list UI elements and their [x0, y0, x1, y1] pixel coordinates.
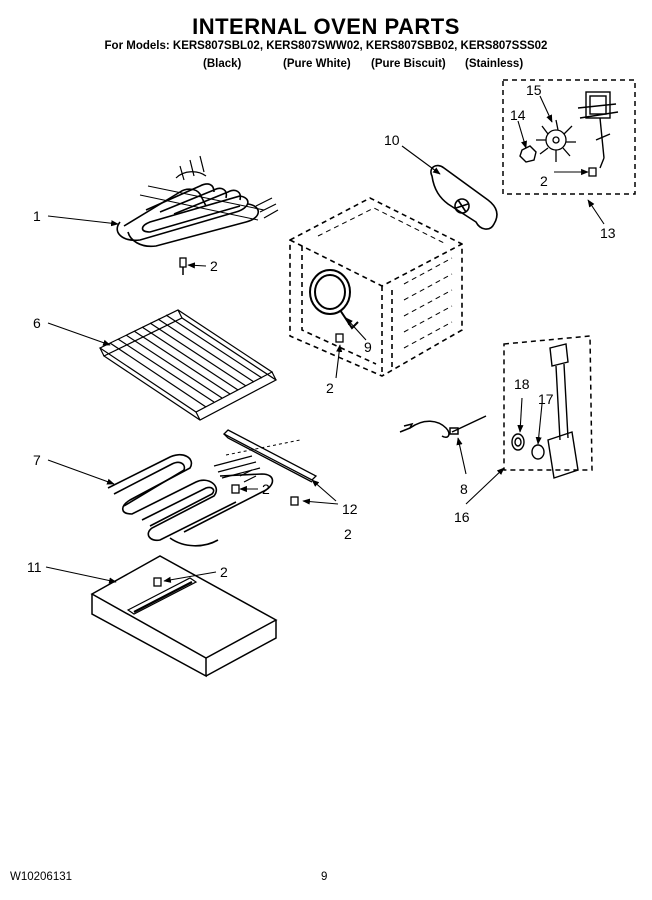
light-lens: [531, 444, 545, 460]
screw-icon: [153, 577, 162, 587]
callout-14: 14: [510, 107, 526, 123]
callout-2-bracket-screw: 2: [344, 526, 352, 542]
oven-light-box: [503, 335, 593, 471]
screw-icon: [335, 333, 344, 343]
callout-16: 16: [454, 509, 470, 525]
models-line: For Models: KERS807SBL02, KERS807SWW02, …: [104, 40, 548, 52]
light-bulb: [511, 433, 525, 451]
callout-2-broil-screw: 2: [210, 258, 218, 274]
broil-element: [116, 155, 279, 248]
oven-bottom-panel: [90, 555, 278, 678]
convection-fan-motor: [577, 91, 619, 169]
finish-pure-biscuit: (Pure Biscuit): [371, 58, 446, 70]
callout-1: 1: [33, 208, 41, 224]
screw-icon: [588, 167, 597, 177]
fan-cover: [430, 164, 498, 230]
convection-fan-box: [502, 79, 636, 195]
page-title: INTERNAL OVEN PARTS: [192, 14, 460, 39]
page-number: 9: [321, 871, 328, 883]
callout-2-cavity-screw: 2: [326, 380, 334, 396]
document-number: W10206131: [10, 871, 73, 883]
oven-light-socket: [547, 343, 579, 479]
callout-12: 12: [342, 501, 358, 517]
finish-pure-white: (Pure White): [283, 58, 351, 70]
oven-cavity: [289, 197, 463, 377]
screw-icon: [231, 484, 299, 506]
finish-black: (Black): [203, 58, 242, 70]
fan-nut: [519, 145, 537, 163]
callout-9: 9: [364, 339, 372, 355]
callout-10: 10: [384, 132, 400, 148]
callout-2-fan-screw: 2: [540, 173, 548, 189]
callout-7: 7: [33, 452, 41, 468]
callout-8: 8: [460, 481, 468, 497]
screw-icon: [179, 257, 187, 275]
fan-blade: [536, 119, 576, 162]
oven-rack: [98, 309, 278, 421]
callout-2-panel-screw: 2: [220, 564, 228, 580]
bake-element: [107, 453, 274, 547]
callout-2-bake-screw: 2: [262, 481, 270, 497]
leader-lines: [45, 95, 605, 584]
callout-15: 15: [526, 82, 542, 98]
oven-light-ring: [309, 269, 359, 330]
finish-stainless: (Stainless): [465, 58, 524, 70]
callout-18: 18: [514, 376, 530, 392]
callout-17: 17: [538, 391, 554, 407]
callout-13: 13: [600, 225, 616, 241]
callout-6: 6: [33, 315, 41, 331]
callout-11: 11: [27, 559, 42, 575]
temperature-sensor: [399, 415, 487, 439]
